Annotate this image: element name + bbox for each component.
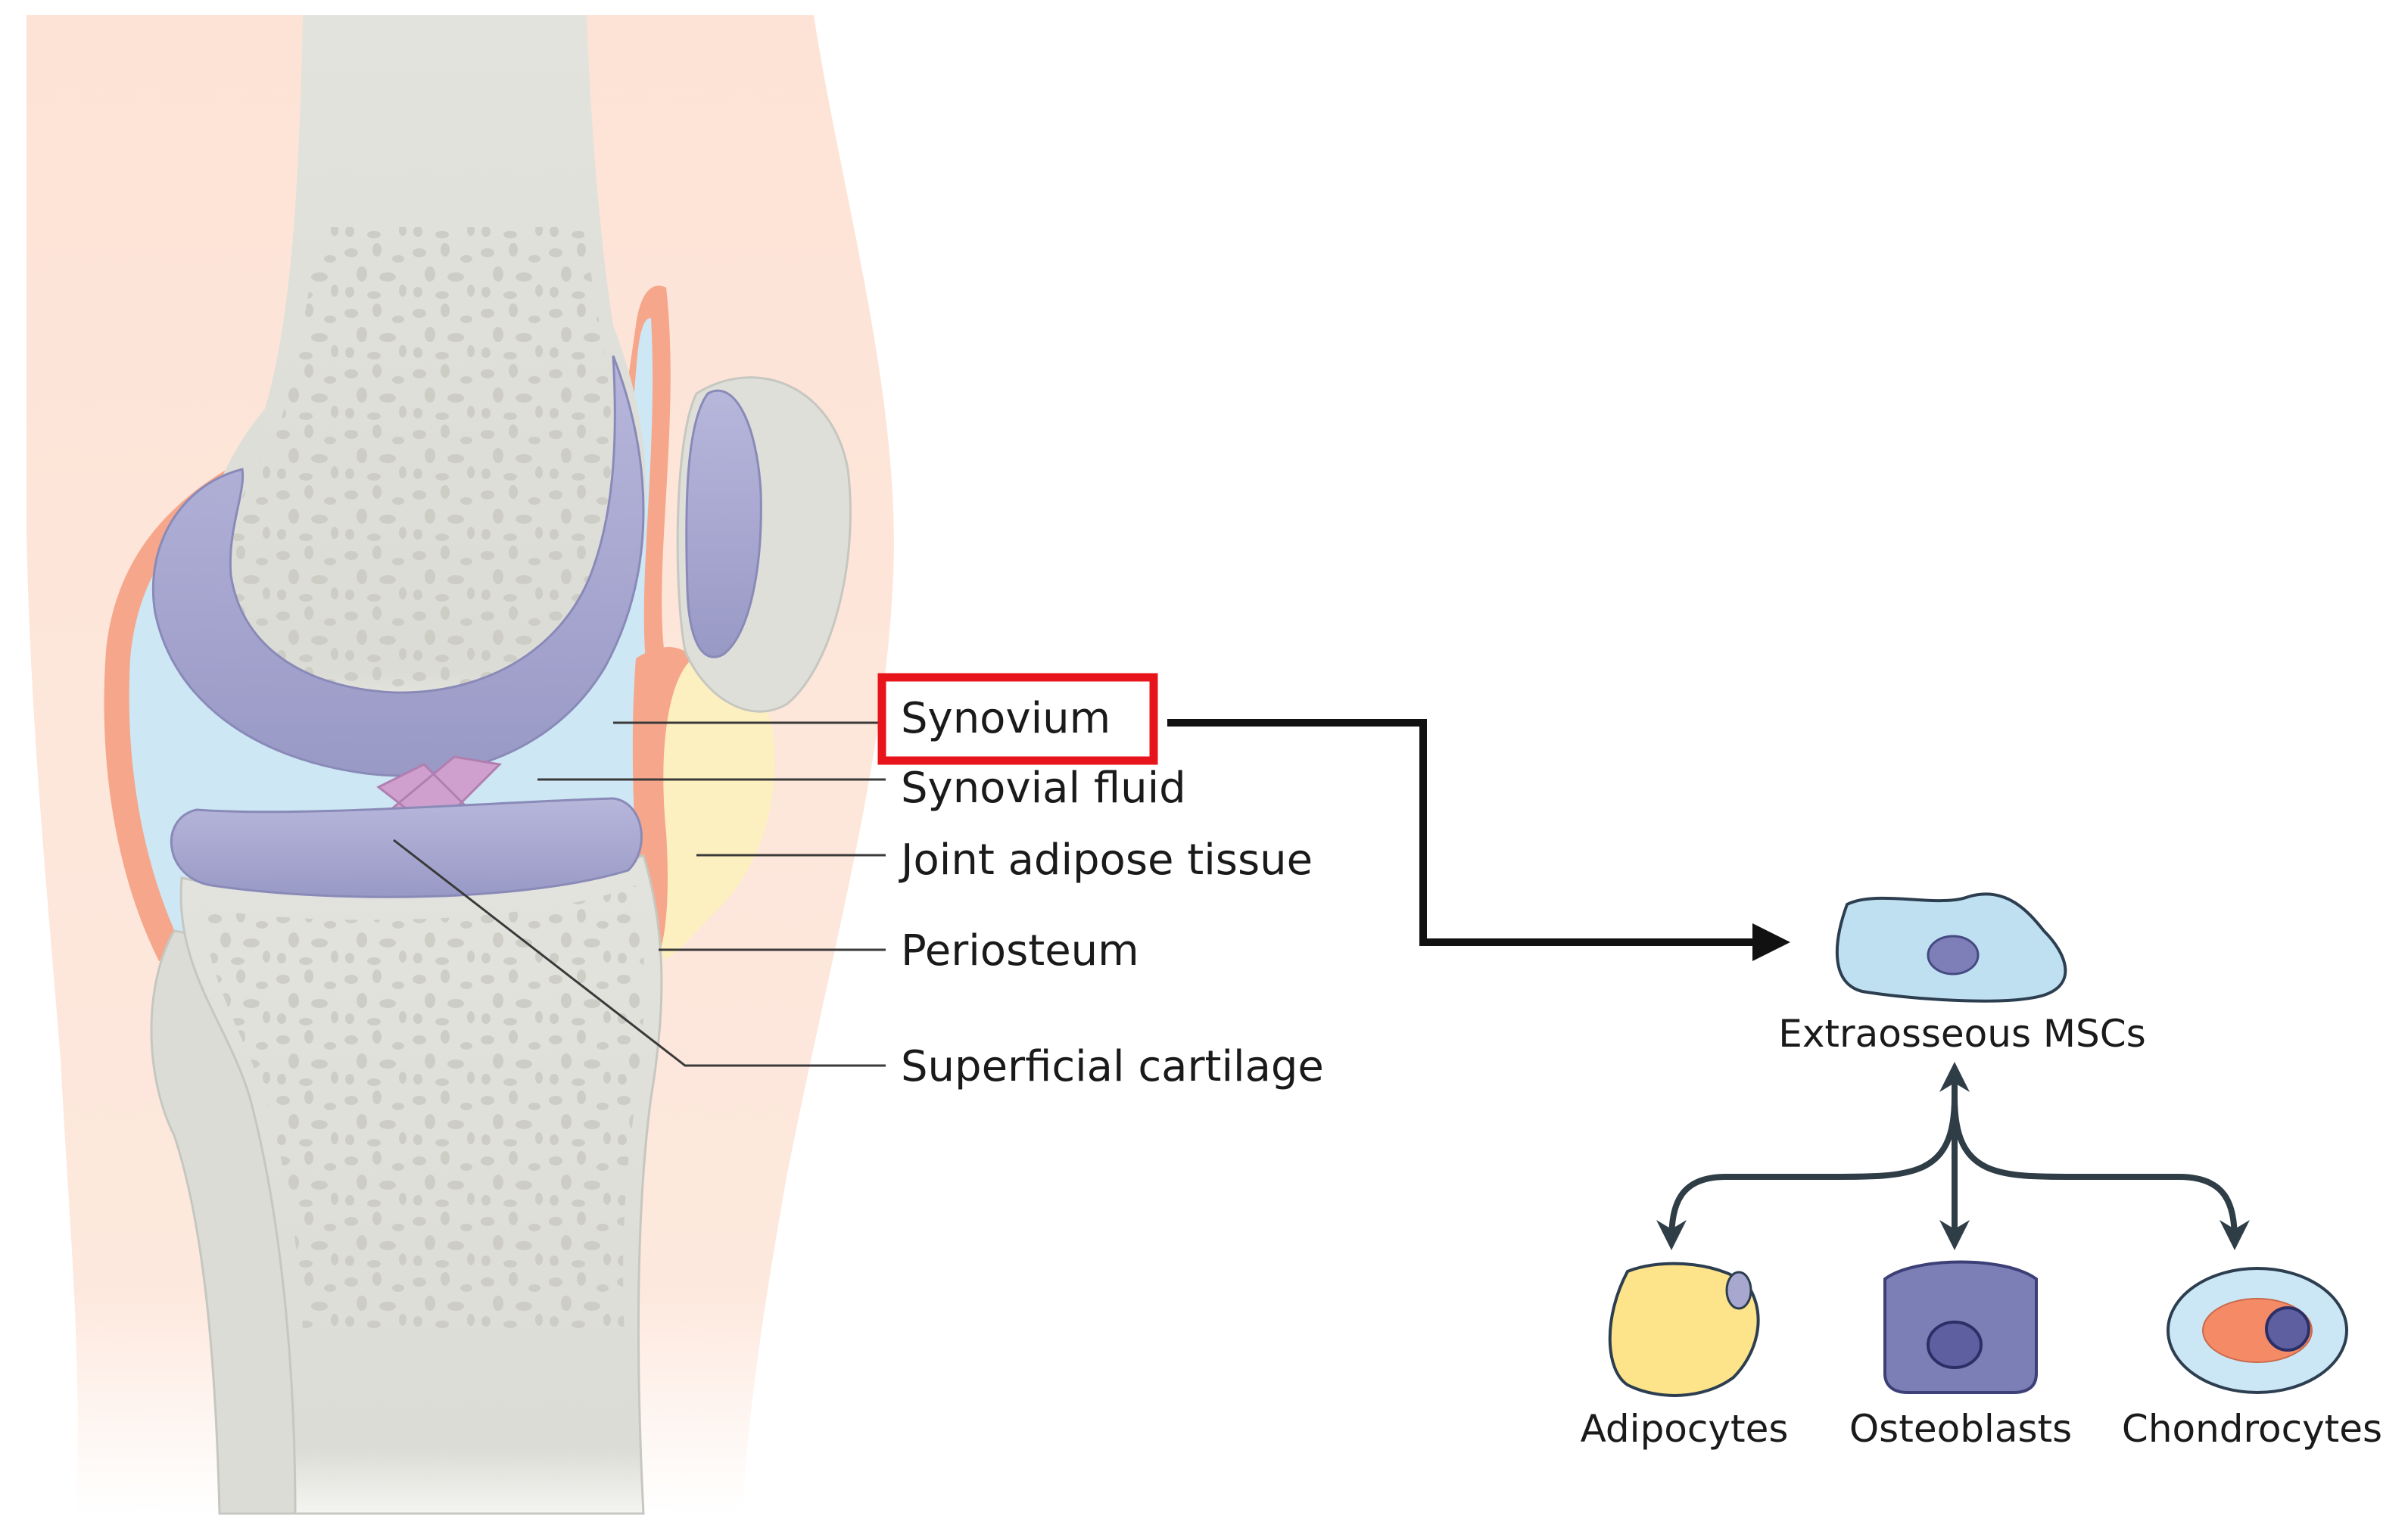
- arrow-to-adipocytes: [1656, 1097, 1958, 1250]
- patellar-cartilage: [685, 389, 762, 658]
- knee-illustration: [26, 15, 894, 1515]
- label-joint-adipose-tissue: Joint adipose tissue: [899, 836, 1313, 885]
- label-osteoblasts: Osteoblasts: [1849, 1407, 2072, 1451]
- label-extraosseous-mscs: Extraosseous MSCs: [1778, 1012, 2146, 1056]
- adipocyte-nucleus: [1725, 1271, 1752, 1310]
- osteoblast-cell: Osteoblasts: [1849, 1260, 2072, 1451]
- label-chondrocytes: Chondrocytes: [2122, 1407, 2382, 1451]
- msc-nucleus: [1927, 935, 1980, 976]
- fat-pad: [643, 660, 775, 959]
- adipocyte-body: [1608, 1262, 1760, 1397]
- msc-cell: Extraosseous MSCs: [1778, 892, 2146, 1056]
- differentiation-arrows: [1656, 1062, 2250, 1250]
- leader-line-cartilage: [393, 839, 886, 1067]
- synovium-to-msc-arrow: [1167, 719, 1790, 961]
- adipocyte-cell: Adipocytes: [1581, 1262, 1789, 1451]
- femoral-cartilage: [151, 355, 645, 777]
- chondrocyte-cell: Chondrocytes: [2122, 1267, 2382, 1451]
- label-periosteum: Periosteum: [901, 926, 1139, 976]
- chondrocyte-nucleus: [2265, 1306, 2310, 1352]
- label-synovium: Synovium: [901, 694, 1111, 743]
- lineage-cells: Adipocytes Osteoblasts Chondrocytes: [1581, 1260, 2382, 1451]
- label-superficial-cartilage: Superficial cartilage: [901, 1042, 1324, 1091]
- label-adipocytes: Adipocytes: [1581, 1407, 1789, 1451]
- synovium-highlight-box: [877, 673, 1158, 765]
- knee-labels: Synovium Synovial fluid Joint adipose ti…: [877, 673, 1324, 1091]
- osteoblast-nucleus: [1927, 1321, 1983, 1369]
- label-synovial-fluid: Synovial fluid: [901, 764, 1186, 813]
- tibial-cartilage: [170, 797, 643, 898]
- leader-lines: [393, 721, 886, 1067]
- arrow-to-chondrocytes: [1952, 1097, 2250, 1250]
